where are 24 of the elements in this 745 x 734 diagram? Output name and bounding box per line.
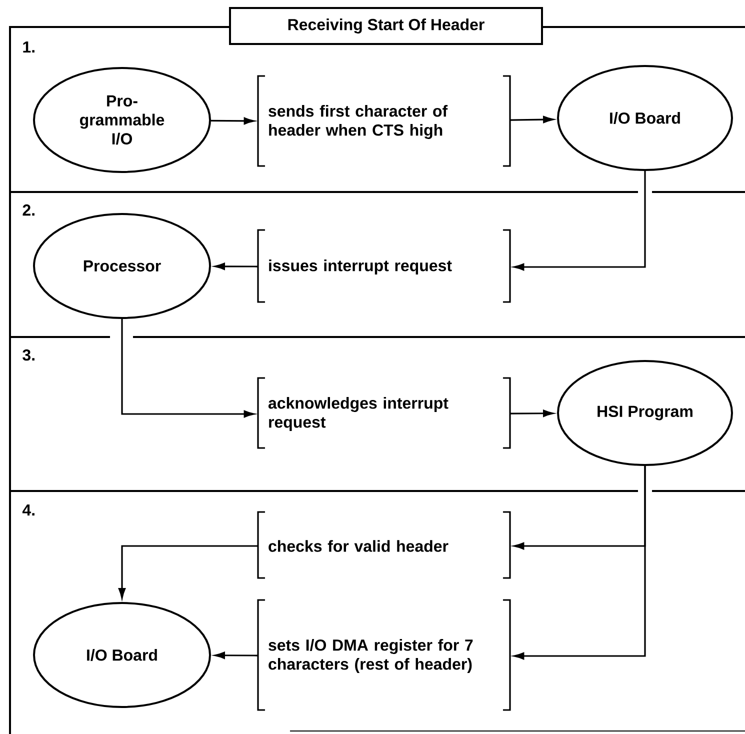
ellipse-node: I/O Board [33, 602, 211, 708]
section-number: 3. [22, 349, 34, 361]
arrow [514, 171, 646, 271]
bracket-box: checks for valid header [257, 511, 511, 579]
bracket-box: issues interrupt request [257, 229, 511, 303]
bracket-box: sends first character of header when CTS high [257, 75, 511, 167]
arrow [121, 319, 254, 418]
section-number: 4. [22, 504, 34, 516]
title-box: Receiving Start Of Header [229, 7, 543, 45]
section-number: 2. [22, 204, 34, 216]
ellipse-node: HSI Program [557, 360, 733, 466]
bracket-box: acknowledges interrupt request [257, 377, 511, 449]
arrow [514, 466, 646, 660]
arrow [214, 262, 258, 270]
ellipse-node: Processor [33, 213, 211, 319]
ellipse-node: Pro-grammable I/O [33, 67, 211, 173]
arrow [214, 652, 258, 659]
ellipse-node: I/O Board [557, 65, 733, 171]
section-number: 1. [23, 42, 34, 52]
arrow [510, 410, 554, 417]
arrow [210, 117, 254, 124]
bracket-box: sets I/O DMA register for 7 characters (rest of header) [257, 599, 511, 711]
arrow [118, 545, 258, 599]
arrow [510, 116, 554, 124]
